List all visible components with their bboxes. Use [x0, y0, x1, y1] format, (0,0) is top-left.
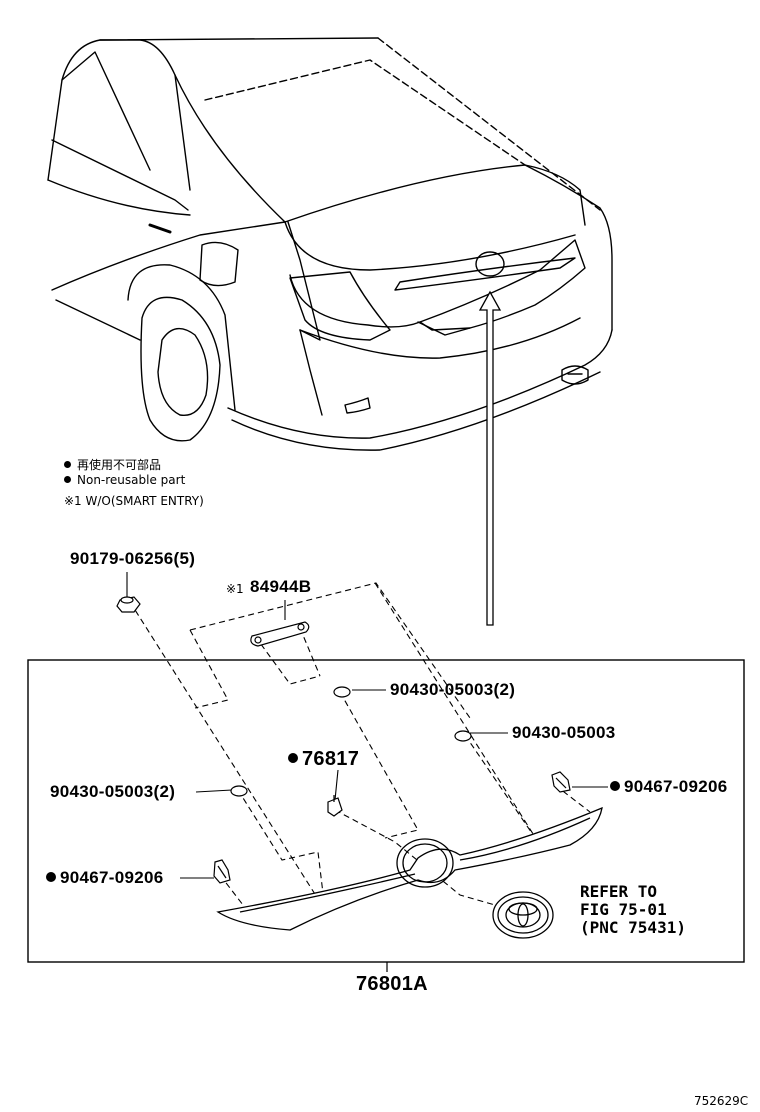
bracket-part [250, 621, 310, 647]
ref-mark: ※1 [226, 582, 244, 596]
legend-jp: 再使用不可部品 [64, 456, 161, 473]
legend-footnote: ※1 W/O(SMART ENTRY) [64, 494, 204, 508]
small-parts [116, 596, 571, 884]
screw-part [327, 797, 343, 817]
explosion-lines [129, 582, 591, 911]
non-reusable-icon [610, 780, 620, 791]
refer-line-3: (PNC 75431) [580, 918, 686, 937]
non-reusable-icon [46, 871, 56, 882]
part-label-spacer-upper: 90430-05003(2) [390, 680, 516, 699]
refer-line-2: FIG 75-01 [580, 900, 667, 919]
part-label-assembly: 76801A [356, 973, 428, 995]
non-reusable-icon [288, 752, 298, 763]
part-label-clip-right-text: 90467-09206 [624, 777, 728, 796]
drawing-id: 752629C [694, 1094, 749, 1108]
assembly-box [27, 659, 745, 963]
car-illustration [47, 37, 613, 451]
location-arrow [478, 290, 502, 626]
part-label-clip-top: 90179-06256(5) [70, 549, 196, 568]
part-label-spacer-left: 90430-05003(2) [50, 782, 176, 801]
legend-en-text: Non-reusable part [77, 473, 186, 487]
part-label-clip-left-text: 90467-09206 [60, 868, 164, 887]
refer-line-1: REFER TO [580, 882, 658, 901]
legend-jp-text: 再使用不可部品 [77, 458, 162, 472]
part-label-clip-left: 90467-09206 [46, 868, 164, 888]
part-label-spacer-right: 90430-05003 [512, 723, 616, 742]
clip-right-part [551, 771, 571, 793]
part-label-screw-text: 76817 [302, 748, 360, 770]
part-label-bracket: 84944B [250, 577, 312, 596]
emblem-part [492, 891, 554, 939]
legend-en: Non-reusable part [64, 473, 185, 487]
leader-lines [126, 572, 608, 879]
spacer-upper [333, 686, 351, 698]
part-label-clip-right: 90467-09206 [610, 777, 728, 797]
spacer-right [454, 730, 472, 742]
part-label-screw: 76817 [288, 748, 359, 771]
garnish-part [216, 806, 603, 931]
refer-block: REFER TO FIG 75-01 (PNC 75431) [580, 883, 686, 937]
spacer-left [230, 785, 248, 797]
